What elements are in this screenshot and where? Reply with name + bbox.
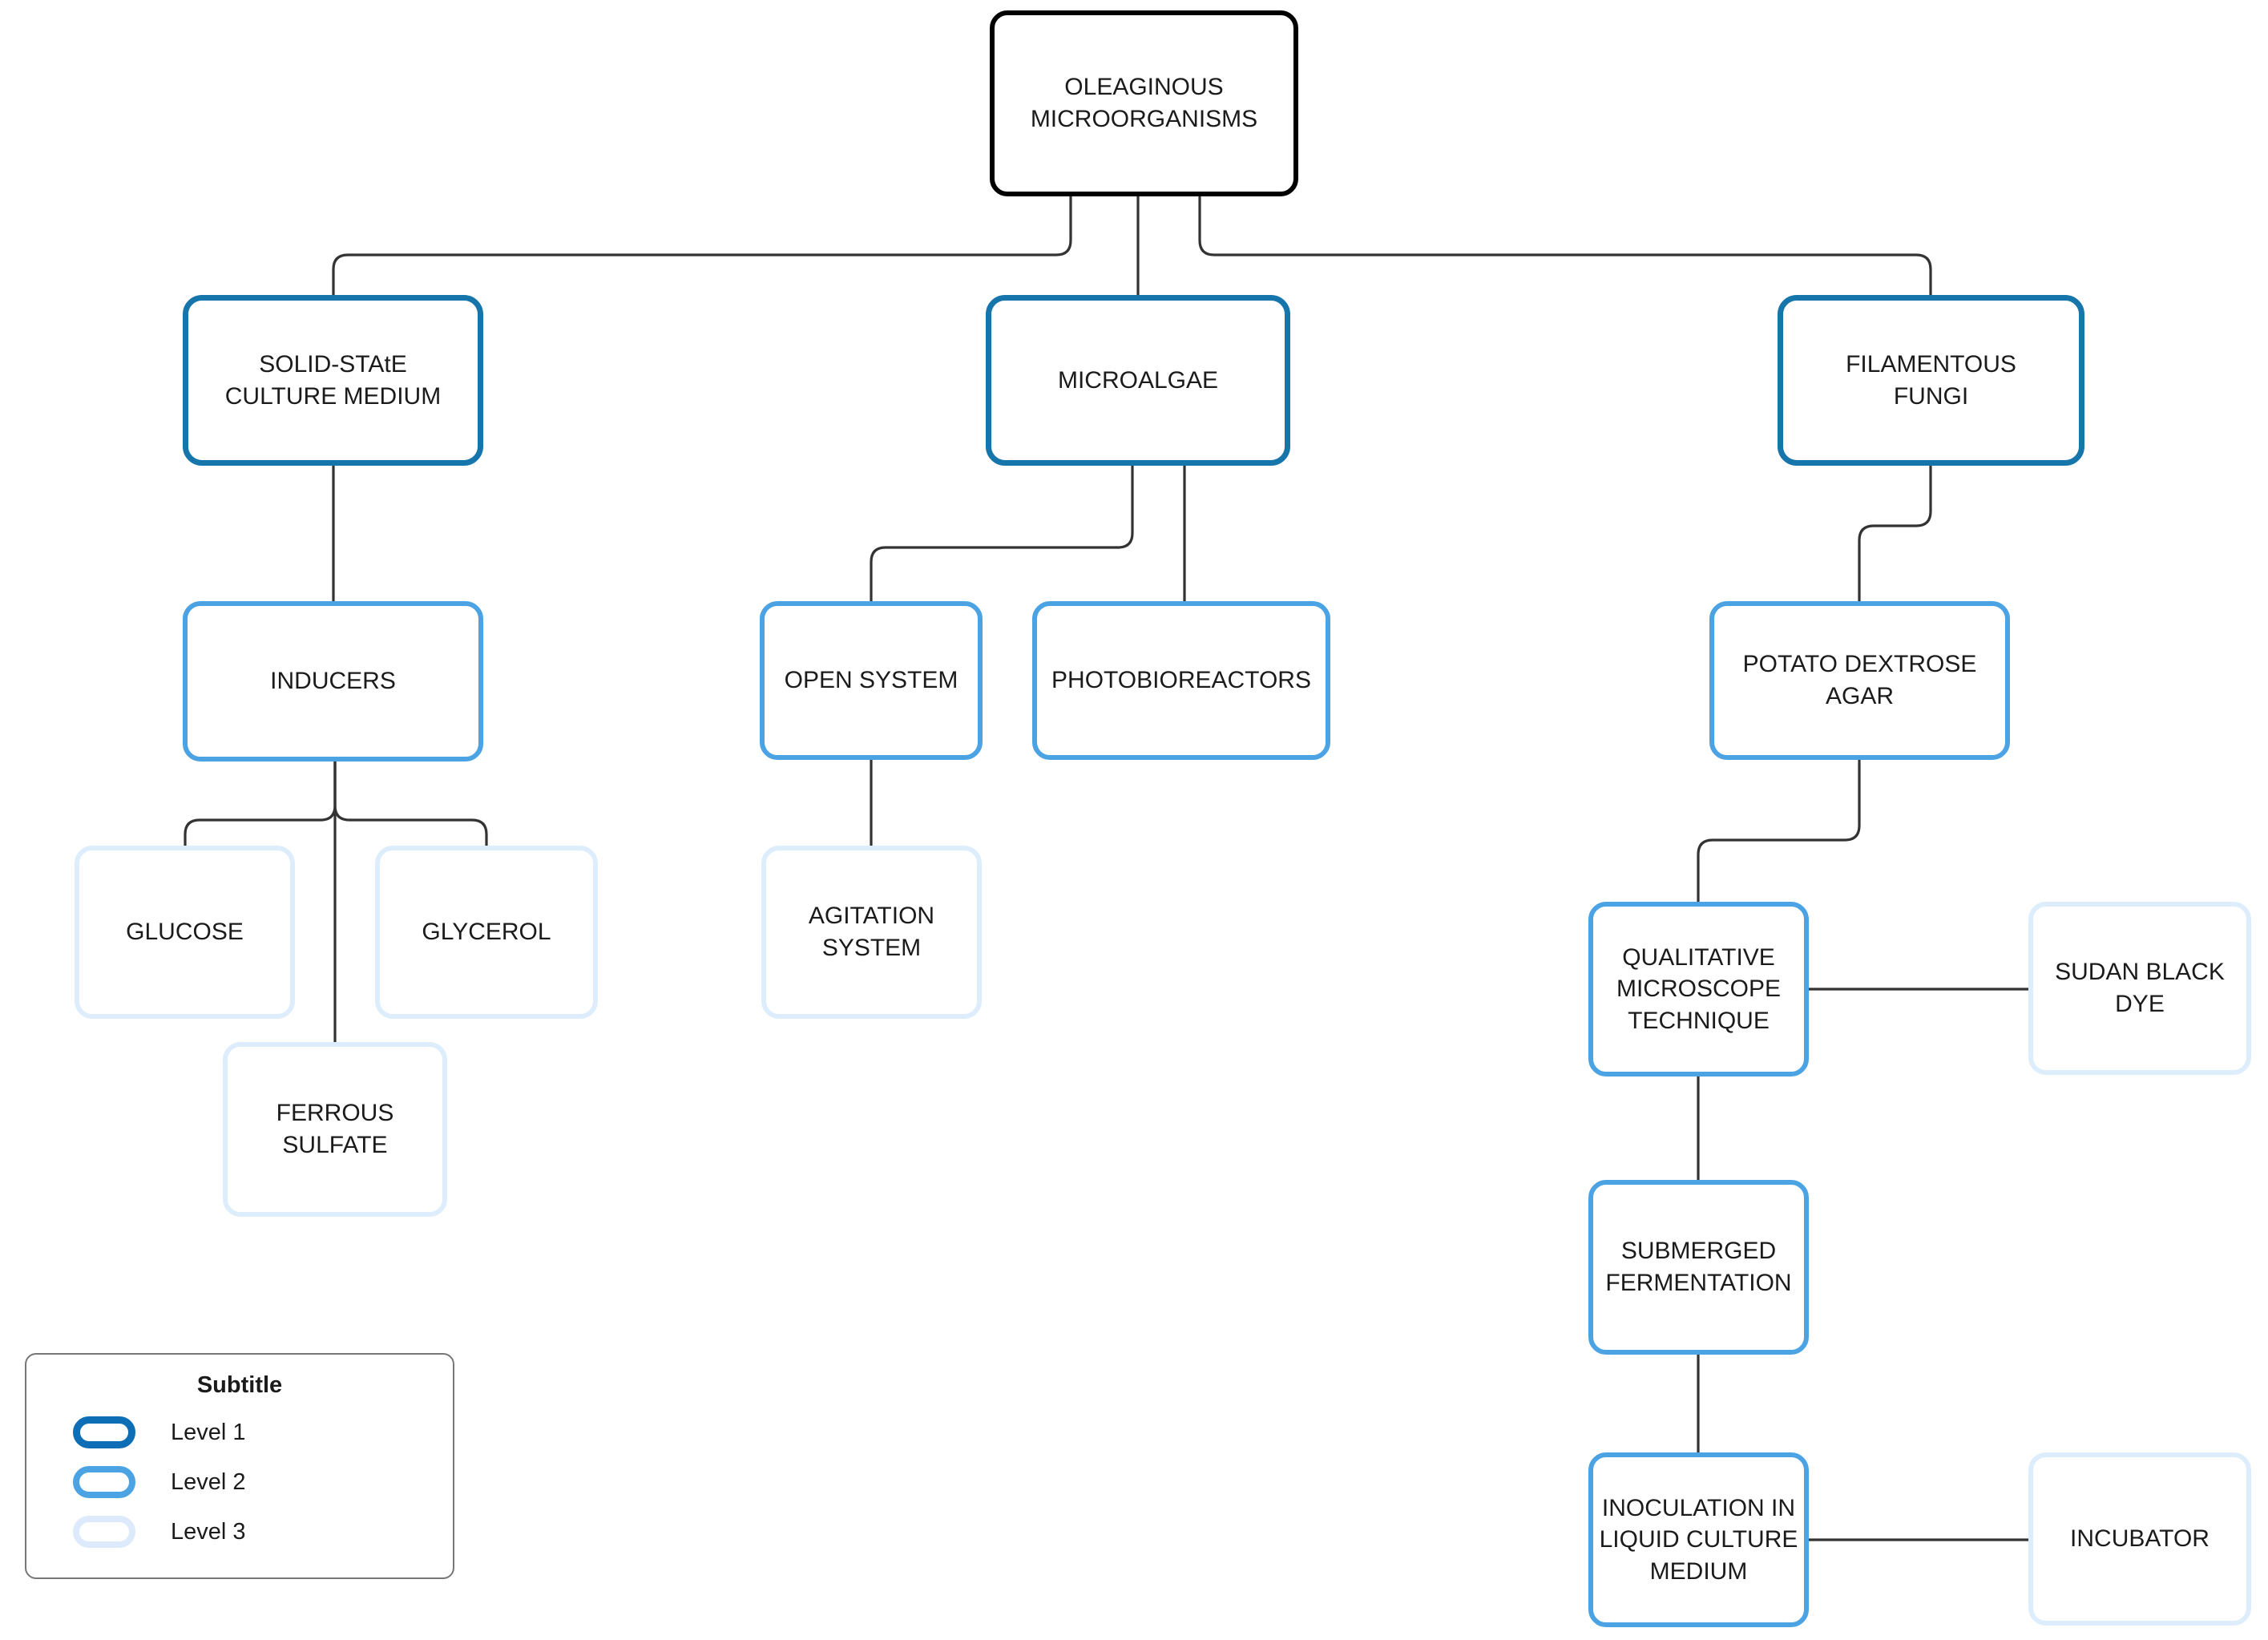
node-glycerol[interactable]: GLYCEROL <box>375 846 598 1019</box>
node-glucose[interactable]: GLUCOSE <box>75 846 295 1019</box>
legend-panel: Subtitle Level 1 Level 2 Level 3 <box>25 1353 454 1579</box>
edge-pda-qual-micro <box>1697 760 1861 902</box>
edge-root-solid-state <box>332 196 1072 295</box>
node-ferrous-sulfate[interactable]: FERROUS SULFATE <box>223 1042 447 1217</box>
legend-label-level-1: Level 1 <box>171 1419 246 1445</box>
legend-item-level-1: Level 1 <box>26 1416 453 1448</box>
legend-item-level-3: Level 3 <box>26 1516 453 1548</box>
node-solid-state-culture-medium[interactable]: SOLID-STAtE CULTURE MEDIUM <box>183 295 483 466</box>
edge-fungi-pda <box>1858 466 1932 601</box>
legend-title: Subtitle <box>196 1372 283 1398</box>
node-potato-dextrose-agar[interactable]: POTATO DEXTROSE AGAR <box>1709 601 2010 760</box>
node-incubator[interactable]: INCUBATOR <box>2028 1452 2251 1626</box>
node-qualitative-microscope-technique[interactable]: QUALITATIVE MICROSCOPE TECHNIQUE <box>1588 902 1809 1077</box>
node-sudan-black-dye[interactable]: SUDAN BLACK DYE <box>2028 902 2251 1075</box>
legend-label-level-3: Level 3 <box>171 1518 246 1545</box>
node-filamentous-fungi[interactable]: FILAMENTOUS FUNGI <box>1778 295 2084 466</box>
legend-item-level-2: Level 2 <box>26 1466 453 1498</box>
node-oleaginous-microorganisms[interactable]: OLEAGINOUS MICROORGANISMS <box>990 10 1298 196</box>
node-submerged-fermentation[interactable]: SUBMERGED FERMENTATION <box>1588 1180 1809 1355</box>
node-agitation-system[interactable]: AGITATION SYSTEM <box>761 846 982 1019</box>
legend-swatch-level-1 <box>73 1416 135 1448</box>
node-open-system[interactable]: OPEN SYSTEM <box>760 601 983 760</box>
legend-swatch-level-2 <box>73 1466 135 1498</box>
edge-root-fungi <box>1198 196 1932 295</box>
node-inducers[interactable]: INDUCERS <box>183 601 483 761</box>
legend-label-level-2: Level 2 <box>171 1468 246 1495</box>
edge-microalgae-open-system <box>870 466 1134 601</box>
legend-swatch-level-3 <box>73 1516 135 1548</box>
edge-inducers-glycerol <box>333 761 488 846</box>
edge-inducers-glucose <box>184 761 337 846</box>
node-microalgae[interactable]: MICROALGAE <box>986 295 1290 466</box>
node-photobioreactors[interactable]: PHOTOBIOREACTORS <box>1032 601 1330 760</box>
node-inoculation-in-liquid-culture-medium[interactable]: INOCULATION IN LIQUID CULTURE MEDIUM <box>1588 1452 1809 1627</box>
